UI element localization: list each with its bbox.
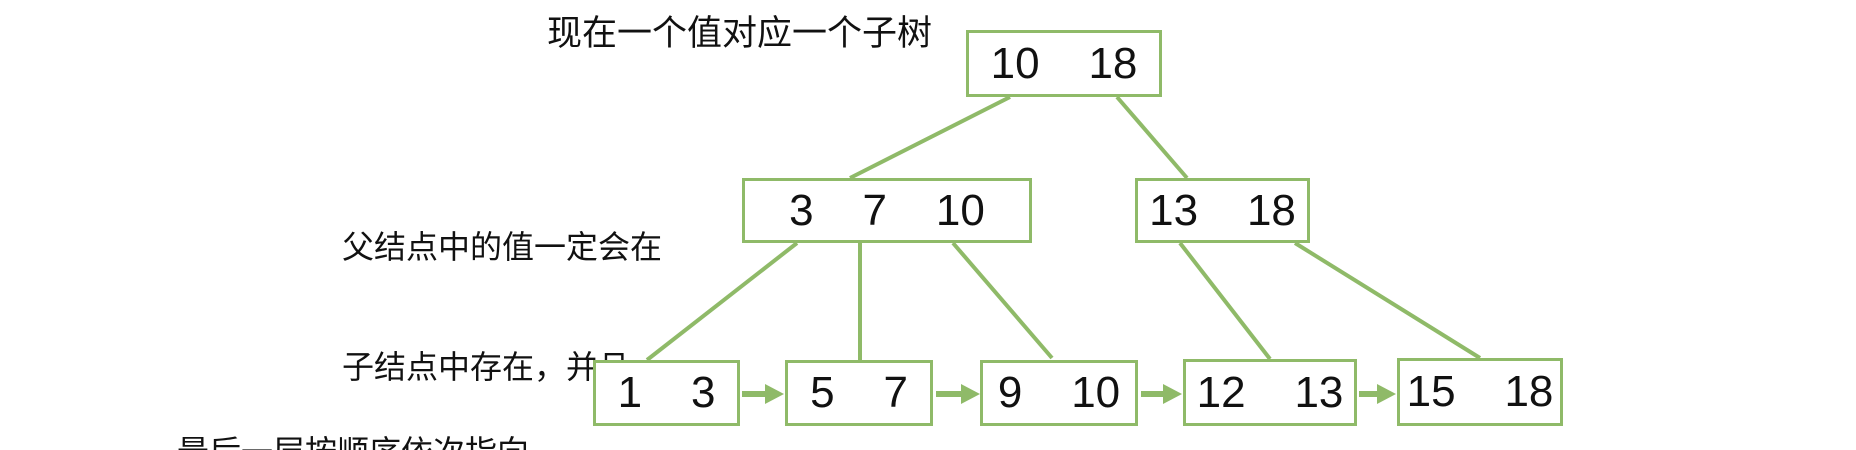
leaf-node-5: 15 18 [1397, 358, 1563, 426]
edge-internal-right-to-leaf-5 [1293, 241, 1482, 360]
leaf-link-arrow-3-4 [1141, 384, 1182, 404]
leaf-link-arrow-2-3 [936, 384, 980, 404]
leaf-linklist-note-line-1: 最后一层按顺序依次指向 [177, 432, 561, 450]
edge-root-to-internal-left [849, 95, 1011, 180]
leaf-link-arrow-4-5 [1359, 384, 1396, 404]
leaf-link-arrow-1-2 [742, 384, 784, 404]
leaf-node-3: 9 10 [980, 360, 1138, 426]
leaf-node-1: 1 3 [593, 360, 740, 426]
edge-internal-left-to-leaf-3 [951, 241, 1054, 360]
arrow-head-icon [1377, 384, 1396, 404]
internal-node-left: 3 7 10 [742, 178, 1032, 243]
leaf-node-2: 5 7 [785, 360, 933, 426]
arrow-head-icon [1163, 384, 1182, 404]
edge-internal-right-to-leaf-4 [1178, 241, 1272, 361]
arrow-head-icon [961, 384, 980, 404]
leaf-node-4: 12 13 [1183, 359, 1357, 426]
leaf-linklist-note: 最后一层按顺序依次指向 下一个结点，就像链表一样 [177, 352, 561, 450]
parent-value-note-line-1: 父结点中的值一定会在 [342, 229, 663, 265]
diagram-title: 现在一个值对应一个子树 [547, 14, 933, 53]
internal-node-right: 13 18 [1135, 178, 1310, 243]
edge-root-to-internal-right [1115, 95, 1189, 180]
arrow-head-icon [765, 384, 784, 404]
root-node: 10 18 [966, 30, 1162, 97]
